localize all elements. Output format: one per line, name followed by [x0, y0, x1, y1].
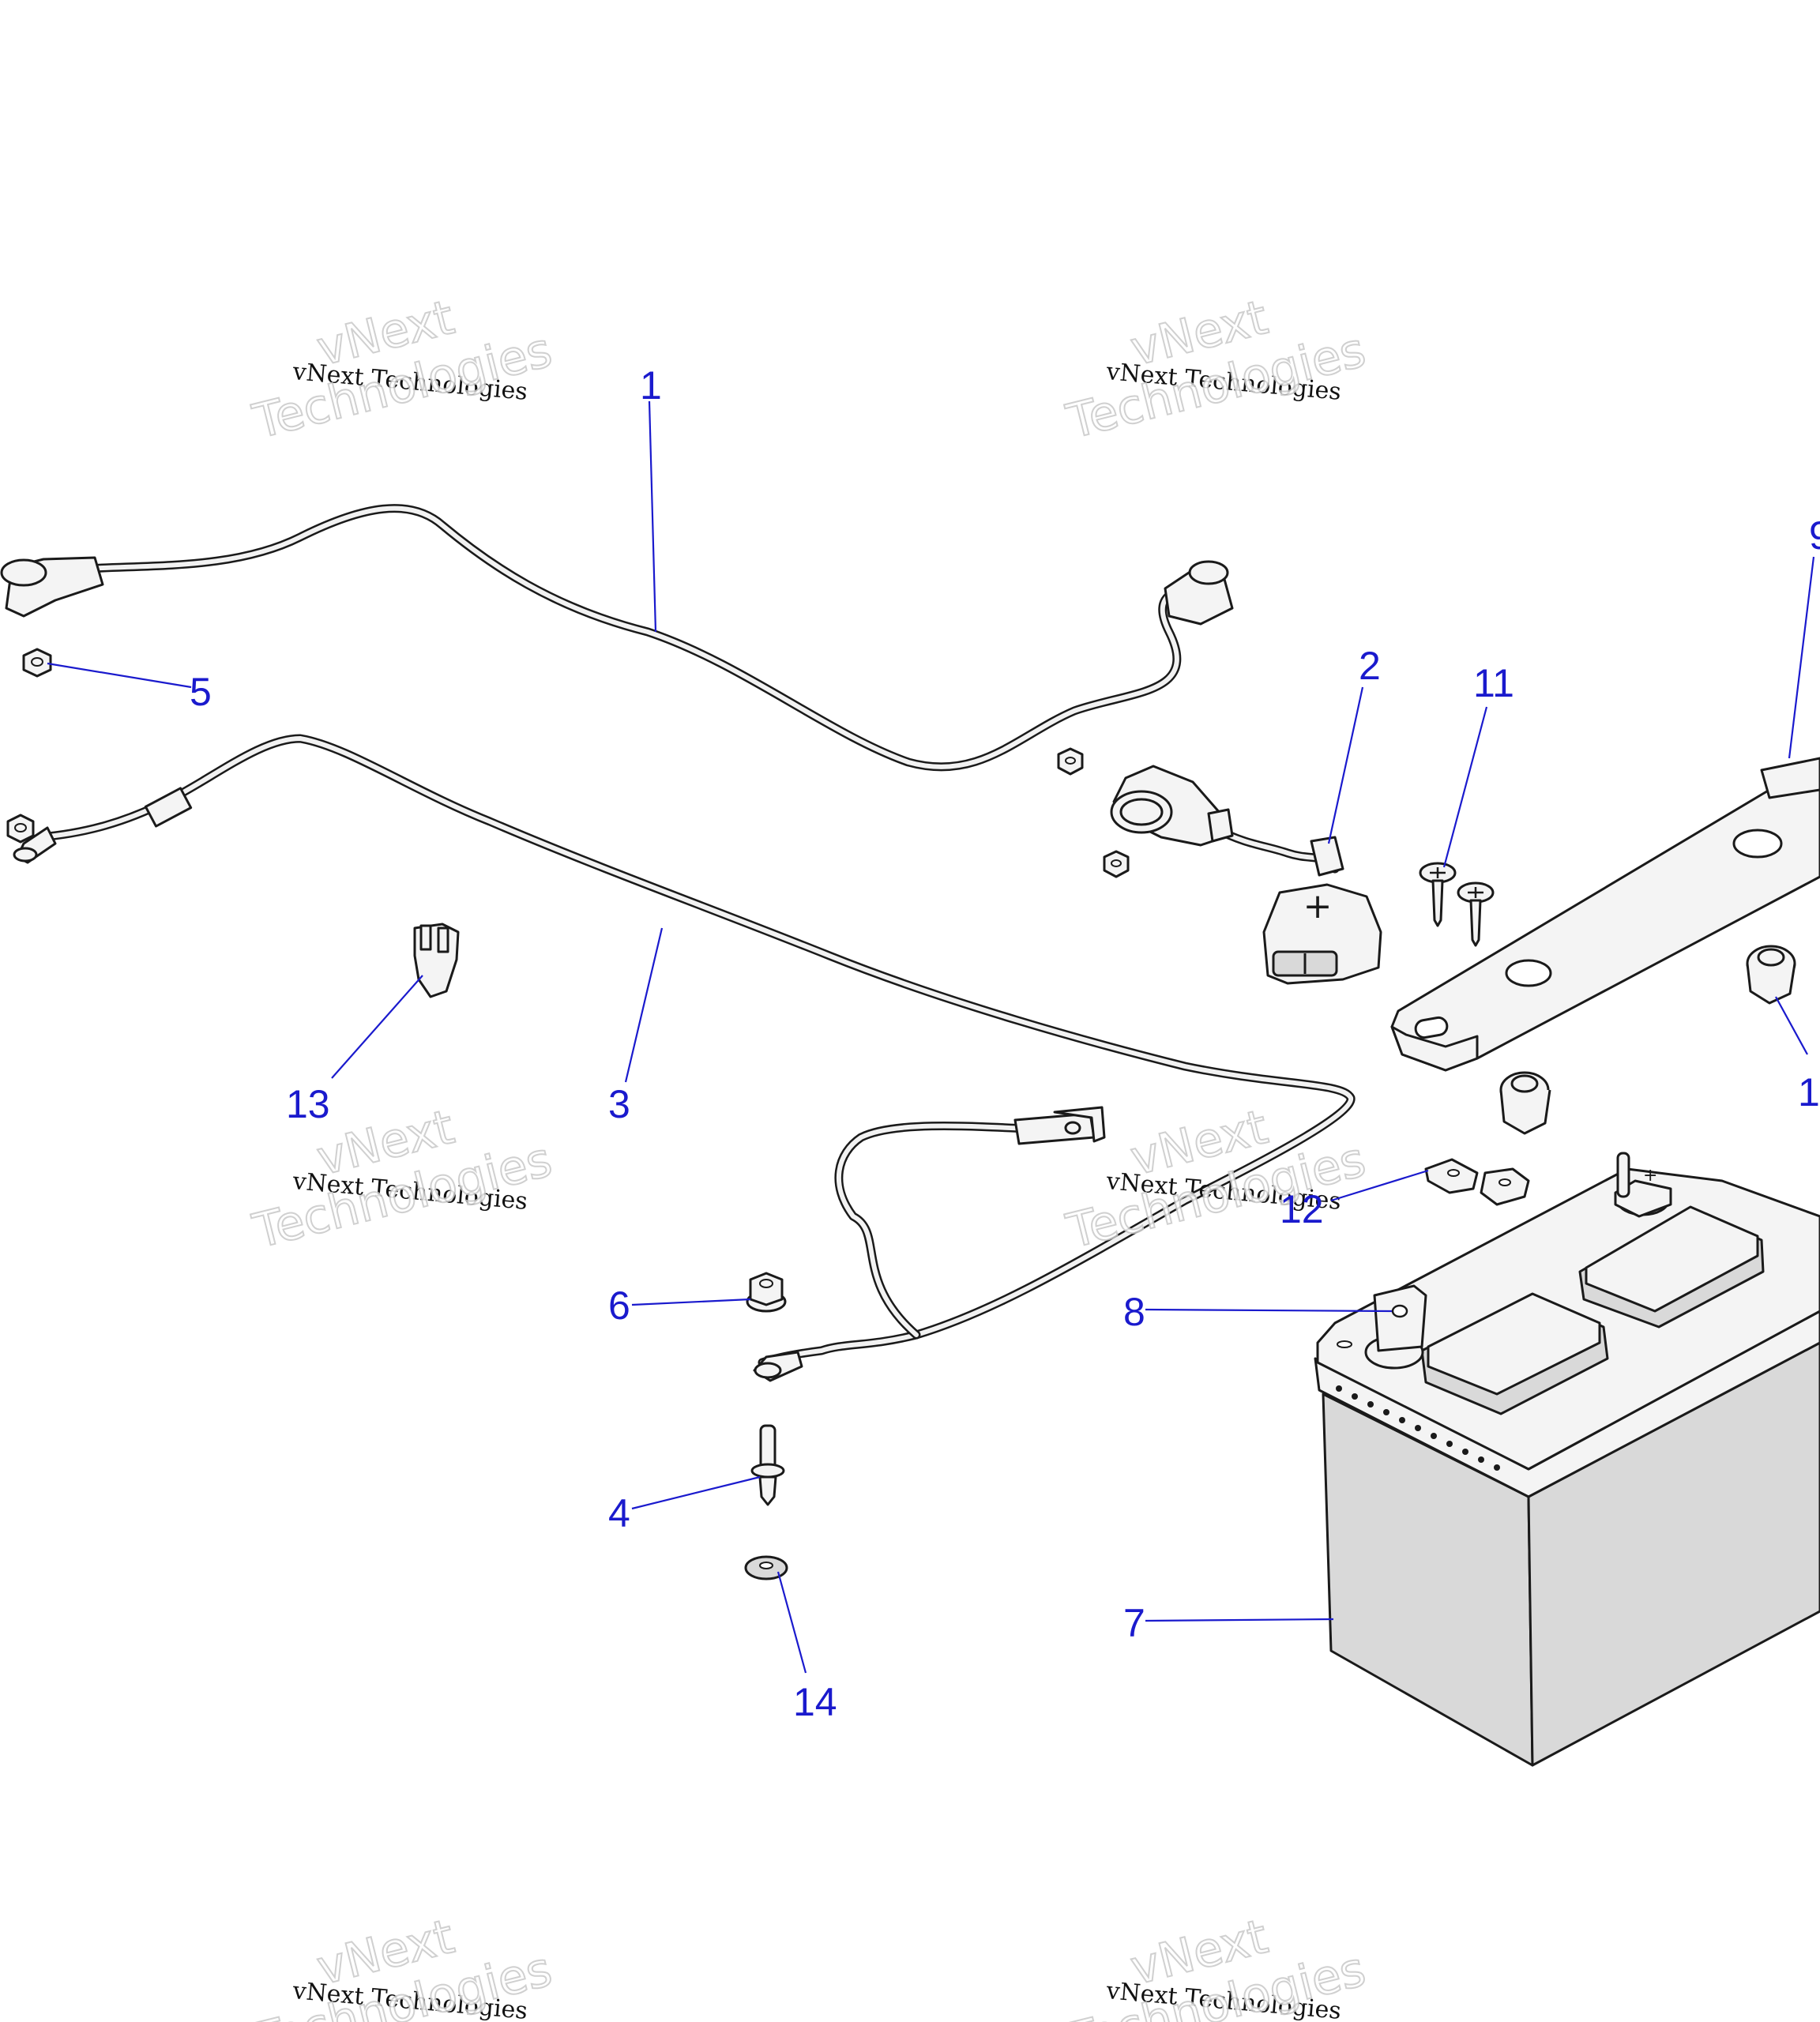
- hex-nut-right-upper: [1057, 747, 1084, 776]
- battery-vent-dots: [1336, 1385, 1500, 1471]
- leader-7: [1145, 1618, 1334, 1622]
- watermark-top-right-big: vNext Technologies: [1061, 289, 1372, 451]
- part-12-clips: [1424, 1158, 1530, 1206]
- cable-1-left-boot: [0, 556, 104, 618]
- cable-part-1: [0, 504, 1234, 772]
- plus-symbol-icon: +: [1303, 886, 1333, 926]
- callout-8: 8: [1123, 1290, 1145, 1334]
- leader-12: [1330, 1169, 1429, 1202]
- part-14-washer: [744, 1555, 788, 1580]
- callout-3: 3: [608, 1082, 630, 1126]
- callout-4: 4: [608, 1491, 630, 1535]
- leader-6: [631, 1298, 751, 1306]
- part-9-hold-down-bracket: [1390, 757, 1820, 1072]
- leader-14: [777, 1571, 807, 1674]
- leader-1: [648, 400, 657, 633]
- watermark-top-left-big: vNext Technologies: [247, 289, 558, 451]
- part-7-battery: +: [1314, 1152, 1820, 1767]
- callout-1: 1: [640, 363, 662, 408]
- callout-9: 9: [1809, 513, 1820, 558]
- watermark-mid-left-big: vNext Technologies: [247, 1099, 558, 1261]
- watermark-mid-right-big: vNext Technologies: [1061, 1099, 1372, 1261]
- part-2-positive-terminal-cable: +: [1110, 765, 1382, 985]
- watermark-bottom-right-big: vNext Technologies: [1061, 1908, 1372, 2022]
- leader-8: [1145, 1308, 1393, 1313]
- cable-3-bottom-ring-lug: [753, 1351, 803, 1382]
- part-10-bumper-left: [1499, 1071, 1551, 1135]
- part-13-cable-clip: [413, 923, 460, 998]
- cable-3-left-ring-lug: [13, 826, 57, 864]
- hex-nut-left: [6, 814, 35, 844]
- hex-nut-right-lower: [1103, 850, 1130, 878]
- callout-7: 7: [1123, 1601, 1145, 1645]
- cable-3-sleeve: [144, 787, 193, 828]
- callout-5: 5: [190, 670, 212, 714]
- callout-13: 13: [286, 1082, 330, 1126]
- watermark-bottom-left-big: vNext Technologies: [247, 1908, 558, 2022]
- leader-11: [1442, 706, 1488, 868]
- leader-2: [1327, 686, 1364, 844]
- callout-11: 11: [1473, 661, 1514, 705]
- battery-terminal-positive: +: [1614, 1152, 1672, 1218]
- leader-9: [1788, 556, 1815, 759]
- part-10-bumper-right: [1746, 945, 1796, 1005]
- leader-10: [1775, 996, 1808, 1055]
- callout-12: 12: [1280, 1187, 1324, 1231]
- leader-13: [331, 975, 423, 1079]
- callout-14: 14: [793, 1680, 837, 1724]
- plus-mark-icon: +: [1643, 1166, 1657, 1186]
- cable-3-upper-bracket-lug: [1013, 1106, 1106, 1145]
- cable-part-3: [13, 734, 1356, 1382]
- cable-1-right-boot: [1164, 560, 1234, 626]
- leader-4: [631, 1475, 761, 1510]
- callout-6: 6: [608, 1283, 630, 1328]
- callout-labels: 1 2 3 4 5 6 7 8 9 10 11 12 13 14: [190, 363, 1820, 1724]
- part-11-screws: [1419, 862, 1495, 947]
- part-4-stud: [750, 1424, 785, 1506]
- part-6-flange-nut: [746, 1272, 787, 1313]
- leader-lines: [47, 400, 1815, 1674]
- battery-terminal-negative: [1337, 1284, 1427, 1370]
- part-5-nut: [22, 648, 52, 678]
- leader-3: [624, 927, 664, 1083]
- callout-10: 10: [1798, 1070, 1820, 1114]
- leader-5: [47, 662, 192, 689]
- callout-2: 2: [1359, 644, 1381, 688]
